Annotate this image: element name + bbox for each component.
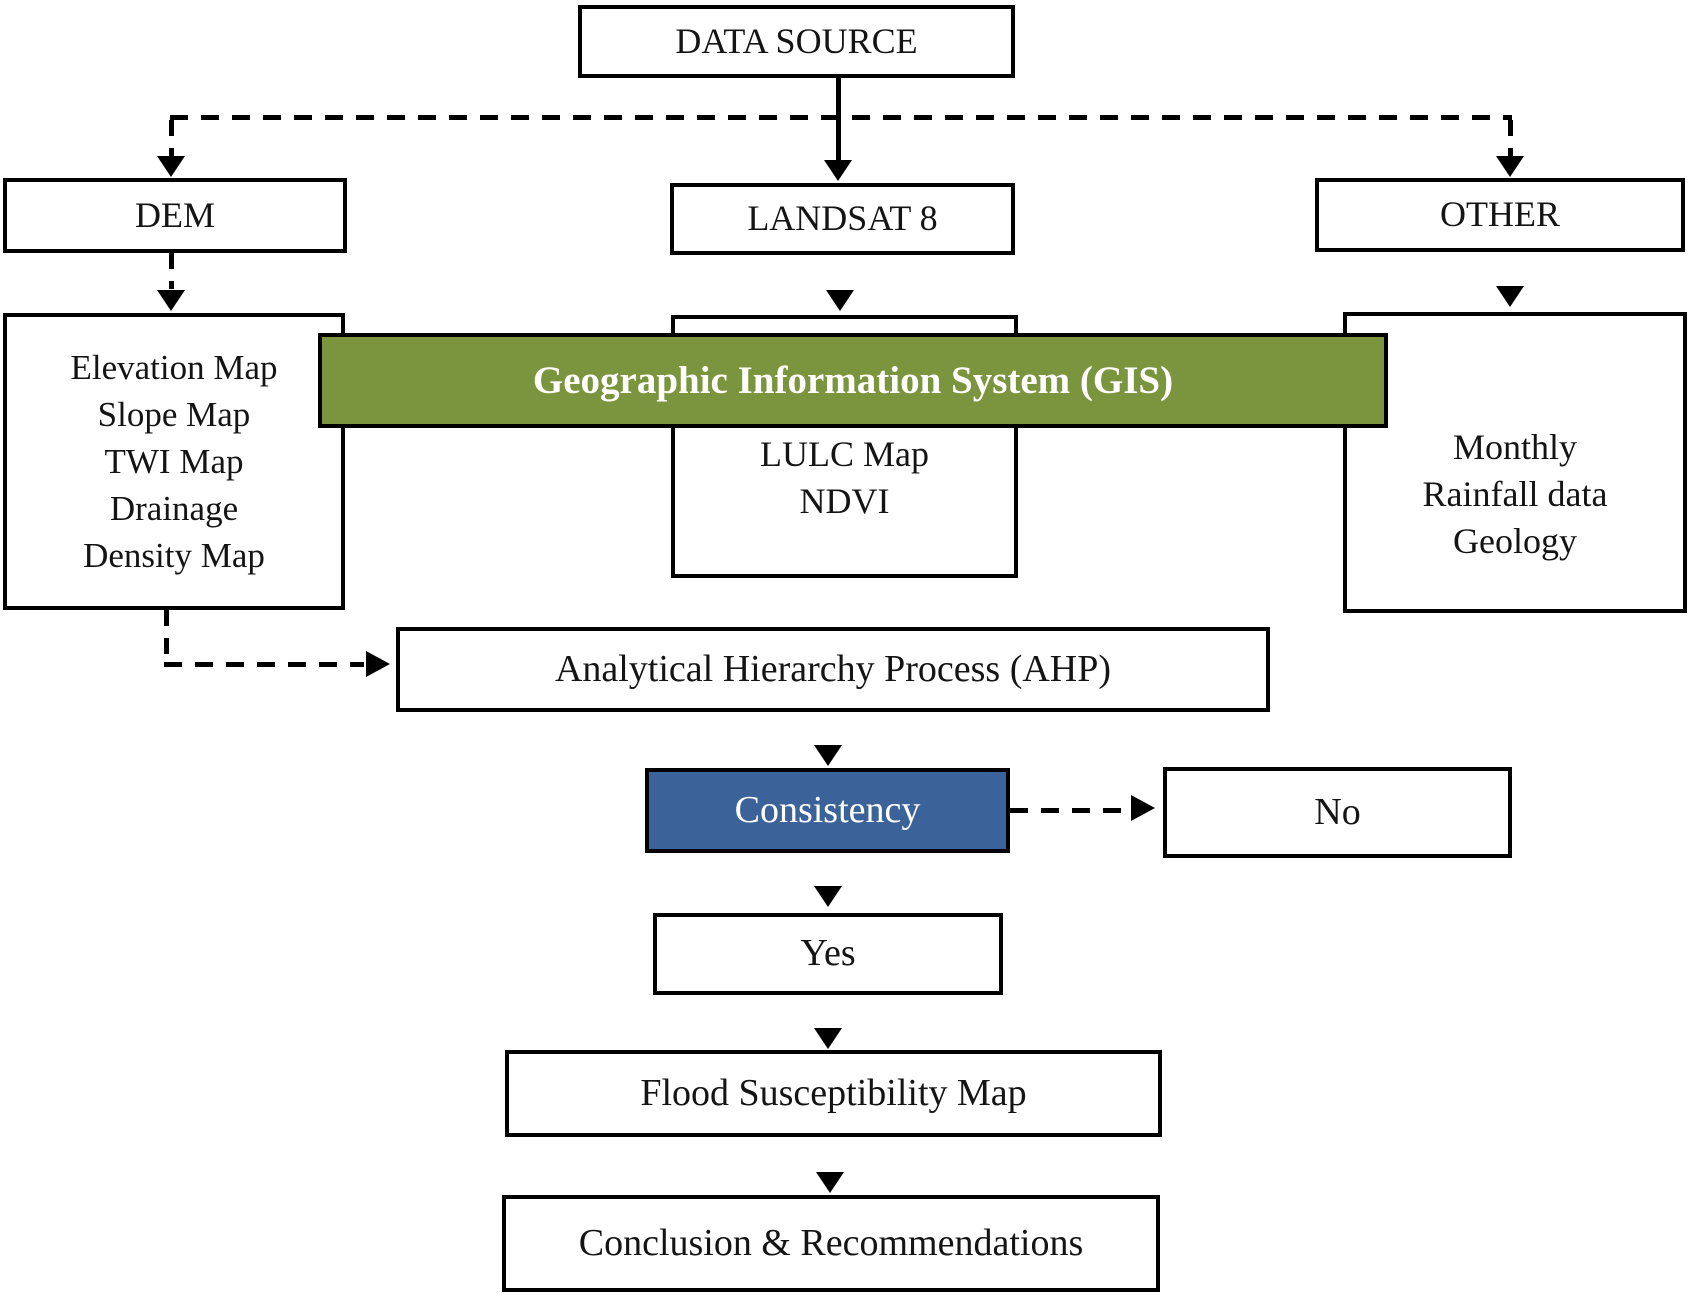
gis-banner: Geographic Information System (GIS) <box>318 333 1388 428</box>
node-other-outputs: Monthly Rainfall data Geology <box>1343 312 1687 613</box>
arrowhead-into-yes <box>814 886 842 907</box>
node-dem-label: DEM <box>135 194 215 235</box>
node-dem: DEM <box>3 178 347 253</box>
node-other: OTHER <box>1315 178 1685 252</box>
node-yes: Yes <box>653 913 1003 995</box>
node-landsat8-label: LANDSAT 8 <box>747 198 938 239</box>
dem-output-drainage: Drainage <box>109 489 239 528</box>
arrowhead-into-conclusion <box>816 1172 844 1193</box>
dem-output-density: Density Map <box>83 536 265 575</box>
connector-demoutputs-ahp-horizontal <box>164 662 364 667</box>
landsat-outputs-lines: LULC Map NDVI <box>760 431 929 525</box>
connector-dem-outputs <box>169 253 174 289</box>
node-data-source-label: DATA SOURCE <box>675 20 918 61</box>
connector-drop-other <box>1508 120 1513 156</box>
arrowhead-into-consistency <box>814 745 842 766</box>
node-consistency: Consistency <box>645 768 1010 853</box>
arrowhead-into-floodmap <box>814 1028 842 1049</box>
dem-output-elevation: Elevation Map <box>70 348 278 387</box>
gis-banner-label: Geographic Information System (GIS) <box>532 359 1174 402</box>
node-flood-map: Flood Susceptibility Map <box>505 1050 1162 1137</box>
arrowhead-into-dem <box>157 156 185 177</box>
connector-demoutputs-ahp-vertical <box>164 610 169 664</box>
node-no-label: No <box>1314 790 1361 833</box>
node-yes-label: Yes <box>800 932 856 975</box>
arrowhead-into-landsat <box>824 160 852 181</box>
connector-consistency-no <box>1010 808 1124 813</box>
other-output-rainfall: Rainfall data <box>1422 474 1608 514</box>
node-conclusion-label: Conclusion & Recommendations <box>578 1221 1084 1264</box>
node-dem-outputs: Elevation Map Slope Map TWI Map Drainage… <box>3 313 345 610</box>
node-flood-map-label: Flood Susceptibility Map <box>640 1071 1027 1114</box>
other-output-geology: Geology <box>1453 521 1577 561</box>
dem-output-slope: Slope Map <box>97 395 251 434</box>
node-ahp: Analytical Hierarchy Process (AHP) <box>396 627 1270 712</box>
node-ahp-label: Analytical Hierarchy Process (AHP) <box>554 647 1112 690</box>
dem-outputs-lines: Elevation Map Slope Map TWI Map Drainage… <box>70 344 277 579</box>
arrowhead-into-other-outputs <box>1496 286 1524 307</box>
connector-drop-dem <box>169 120 174 156</box>
arrowhead-into-other <box>1496 156 1524 177</box>
other-outputs-lines: Monthly Rainfall data Geology <box>1423 424 1608 565</box>
arrowhead-into-dem-outputs <box>157 290 185 311</box>
node-landsat8: LANDSAT 8 <box>670 183 1015 255</box>
connector-distribution-line <box>170 115 1512 120</box>
arrowhead-into-landsat-outputs <box>826 290 854 311</box>
landsat-output-ndvi: NDVI <box>799 481 890 521</box>
landsat-output-lulc: LULC Map <box>760 434 929 474</box>
node-other-label: OTHER <box>1440 194 1560 235</box>
arrowhead-into-no <box>1131 795 1155 821</box>
arrowhead-into-ahp <box>366 651 390 677</box>
node-no: No <box>1163 767 1512 858</box>
dem-output-twi: TWI Map <box>104 442 244 481</box>
other-output-monthly: Monthly <box>1452 427 1577 467</box>
node-consistency-label: Consistency <box>734 788 921 831</box>
node-data-source: DATA SOURCE <box>578 5 1015 78</box>
node-conclusion: Conclusion & Recommendations <box>502 1195 1160 1292</box>
